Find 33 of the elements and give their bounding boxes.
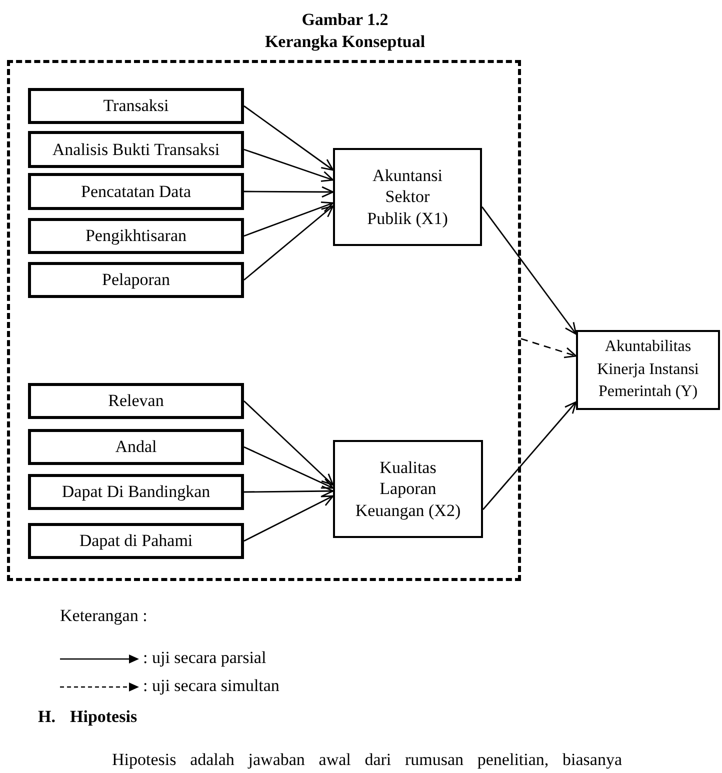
- dashed-frame: [7, 60, 521, 581]
- figure-caption: Kerangka Konseptual: [264, 32, 426, 51]
- dashed-arrow: [520, 338, 577, 358]
- legend-heading: Keterangan :: [60, 606, 148, 626]
- indicator-box: Dapat Di Bandingkan: [28, 474, 244, 510]
- indicator-box: Pencatatan Data: [28, 173, 244, 210]
- arrow: [244, 105, 334, 171]
- arrow: [482, 401, 577, 510]
- arrow: [244, 446, 334, 489]
- section-number: H.: [38, 707, 56, 727]
- legend-label: : uji secara simultan: [143, 676, 280, 696]
- indicator-box: Dapat di Pahami: [28, 523, 244, 559]
- arrow: [244, 495, 334, 542]
- variable-box: Akuntansi Sektor Publik (X1): [333, 148, 482, 246]
- arrow: [244, 201, 334, 237]
- arrow: [244, 186, 334, 198]
- indicator-box: Analisis Bukti Transaksi: [28, 131, 244, 168]
- indicator-box: Pelaporan: [28, 262, 244, 298]
- body-paragraph: Hipotesis adalah jawaban awal dari rumusan penelitian, biasanya: [112, 750, 622, 770]
- legend-label: : uji secara parsial: [143, 648, 266, 668]
- section-heading: Hipotesis: [70, 707, 138, 727]
- figure-title: Gambar 1.2: [302, 10, 388, 29]
- indicator-box: Transaksi: [28, 88, 244, 124]
- arrow: [244, 148, 334, 182]
- arrow: [244, 205, 334, 281]
- arrow: [244, 400, 334, 486]
- indicator-box: Pengikhtisaran: [28, 218, 244, 254]
- variable-box: Kualitas Laporan Keuangan (X2): [333, 440, 483, 538]
- arrow: [244, 485, 334, 497]
- variable-box: Akuntabilitas Kinerja Instansi Pemerintah (Y): [576, 330, 720, 410]
- arrow: [481, 206, 577, 335]
- indicator-box: Andal: [28, 429, 244, 465]
- indicator-box: Relevan: [28, 383, 244, 419]
